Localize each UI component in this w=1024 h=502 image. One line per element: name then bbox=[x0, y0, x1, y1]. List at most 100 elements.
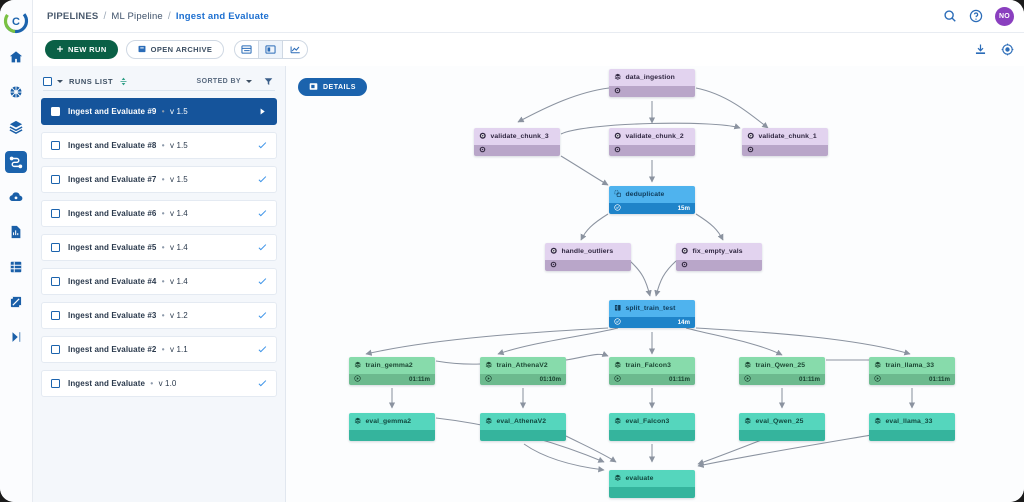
node-duration: 01:11m bbox=[409, 376, 430, 383]
run-list-item[interactable]: Ingest and Evaluate #3 • v 1.2 bbox=[41, 302, 277, 329]
company-logo[interactable]: C bbox=[3, 8, 29, 34]
run-list-item[interactable]: Ingest and Evaluate #5 • v 1.4 bbox=[41, 234, 277, 261]
cluster-icon bbox=[874, 417, 882, 427]
run-checkbox[interactable] bbox=[51, 379, 60, 388]
run-label: Ingest and Evaluate #2 • v 1.1 bbox=[68, 345, 188, 354]
node-duration: 01:10m bbox=[539, 376, 561, 383]
reports-icon[interactable] bbox=[5, 221, 27, 243]
models-icon[interactable] bbox=[5, 81, 27, 103]
run-checkbox[interactable] bbox=[51, 277, 60, 286]
graph-node-eval_gemma2[interactable]: eval_gemma2 bbox=[349, 413, 435, 441]
run-checkbox[interactable] bbox=[51, 243, 60, 252]
split-icon bbox=[614, 304, 622, 314]
node-footer bbox=[545, 260, 631, 271]
datasets-icon[interactable] bbox=[5, 256, 27, 278]
run-version: v 1.4 bbox=[170, 209, 188, 218]
node-footer bbox=[609, 145, 695, 156]
run-status-completed-icon bbox=[258, 277, 267, 286]
breadcrumb-root[interactable]: PIPELINES bbox=[47, 10, 99, 22]
run-status-completed-icon bbox=[258, 379, 267, 388]
node-label: handle_outliers bbox=[561, 248, 614, 255]
graph-node-handle_outliers[interactable]: handle_outliers bbox=[545, 243, 631, 271]
run-version: v 1.1 bbox=[170, 345, 188, 354]
sorted-by-chevron-down-icon[interactable] bbox=[246, 79, 252, 83]
details-label: DETAILS bbox=[323, 83, 356, 91]
breadcrumb-pipeline[interactable]: ML Pipeline bbox=[111, 10, 163, 22]
graph-node-validate_chunk_3[interactable]: validate_chunk_3 bbox=[474, 128, 560, 156]
node-header: evaluate bbox=[609, 470, 695, 487]
run-checkbox[interactable] bbox=[51, 209, 60, 218]
node-duration: 14m bbox=[677, 319, 690, 326]
run-checkbox[interactable] bbox=[51, 311, 60, 320]
layers-icon[interactable] bbox=[5, 116, 27, 138]
run-list-item[interactable]: Ingest and Evaluate • v 1.0 bbox=[41, 370, 277, 397]
run-separator-dot: • bbox=[150, 379, 154, 388]
run-list-item[interactable]: Ingest and Evaluate #8 • v 1.5 bbox=[41, 132, 277, 159]
new-run-button[interactable]: NEW RUN bbox=[45, 40, 118, 59]
graph-node-eval_Qwen_25[interactable]: eval_Qwen_25 bbox=[739, 413, 825, 441]
node-header: eval_Qwen_25 bbox=[739, 413, 825, 430]
artifacts-icon[interactable] bbox=[5, 291, 27, 313]
download-icon[interactable] bbox=[974, 43, 987, 56]
pipelines-icon[interactable] bbox=[5, 151, 27, 173]
run-checkbox[interactable] bbox=[51, 175, 60, 184]
open-archive-label: OPEN ARCHIVE bbox=[150, 45, 213, 54]
graph-node-validate_chunk_1[interactable]: validate_chunk_1 bbox=[742, 128, 828, 156]
details-button[interactable]: DETAILS bbox=[298, 78, 367, 96]
list-view-icon[interactable] bbox=[235, 41, 260, 58]
deploy-icon[interactable] bbox=[5, 186, 27, 208]
filter-icon[interactable] bbox=[264, 77, 273, 86]
open-archive-button[interactable]: OPEN ARCHIVE bbox=[125, 40, 225, 59]
play-icon bbox=[744, 375, 751, 384]
graph-node-evaluate[interactable]: evaluate bbox=[609, 470, 695, 498]
graph-node-eval_llama_33[interactable]: eval_llama_33 bbox=[869, 413, 955, 441]
graph-node-fix_empty_vals[interactable]: fix_empty_vals bbox=[676, 243, 762, 271]
run-checkbox[interactable] bbox=[51, 107, 60, 116]
sorted-by-label[interactable]: SORTED BY bbox=[196, 77, 241, 85]
run-list-item[interactable]: Ingest and Evaluate #9 • v 1.5 bbox=[41, 98, 277, 125]
sort-icon[interactable] bbox=[119, 77, 128, 86]
node-footer: 01:10m bbox=[480, 374, 566, 385]
run-list-item[interactable]: Ingest and Evaluate #2 • v 1.1 bbox=[41, 336, 277, 363]
chevron-down-icon[interactable] bbox=[57, 79, 63, 83]
run-label: Ingest and Evaluate • v 1.0 bbox=[68, 379, 177, 388]
node-footer bbox=[739, 430, 825, 441]
graph-node-eval_Falcon3[interactable]: eval_Falcon3 bbox=[609, 413, 695, 441]
run-checkbox[interactable] bbox=[51, 141, 60, 150]
run-list-item[interactable]: Ingest and Evaluate #6 • v 1.4 bbox=[41, 200, 277, 227]
node-label: eval_gemma2 bbox=[365, 418, 412, 425]
graph-node-eval_AthenaV2[interactable]: eval_AthenaV2 bbox=[480, 413, 566, 441]
run-list-item[interactable]: Ingest and Evaluate #4 • v 1.4 bbox=[41, 268, 277, 295]
help-icon[interactable] bbox=[969, 9, 983, 23]
graph-node-validate_chunk_2[interactable]: validate_chunk_2 bbox=[609, 128, 695, 156]
select-all-checkbox[interactable] bbox=[43, 76, 52, 86]
pipeline-graph-canvas[interactable]: DETAILS bbox=[286, 66, 1024, 502]
node-label: eval_Qwen_25 bbox=[755, 418, 804, 425]
chart-view-icon[interactable] bbox=[283, 41, 307, 58]
gear-icon bbox=[681, 247, 689, 257]
run-label: Ingest and Evaluate #6 • v 1.4 bbox=[68, 209, 188, 218]
run-checkbox[interactable] bbox=[51, 345, 60, 354]
graph-node-train_gemma2[interactable]: train_gemma2 01:11m bbox=[349, 357, 435, 385]
home-icon[interactable] bbox=[5, 46, 27, 68]
expand-icon[interactable] bbox=[5, 326, 27, 348]
run-label: Ingest and Evaluate #8 • v 1.5 bbox=[68, 141, 188, 150]
toolbar: NEW RUN OPEN ARCHIVE bbox=[33, 33, 1024, 66]
run-label: Ingest and Evaluate #5 • v 1.4 bbox=[68, 243, 188, 252]
run-list-item[interactable]: Ingest and Evaluate #7 • v 1.5 bbox=[41, 166, 277, 193]
run-version: v 1.0 bbox=[158, 379, 177, 388]
settings-icon[interactable] bbox=[1001, 43, 1014, 56]
runs-panel: RUNS LIST SORTED BY Ingest and Evaluate … bbox=[33, 66, 286, 502]
play-icon bbox=[614, 375, 621, 384]
graph-view-icon[interactable] bbox=[259, 41, 284, 58]
avatar[interactable]: NO bbox=[995, 6, 1014, 26]
search-icon[interactable] bbox=[943, 9, 957, 23]
node-header: train_gemma2 bbox=[349, 357, 435, 374]
graph-node-data_ingestion[interactable]: data_ingestion bbox=[609, 69, 695, 97]
